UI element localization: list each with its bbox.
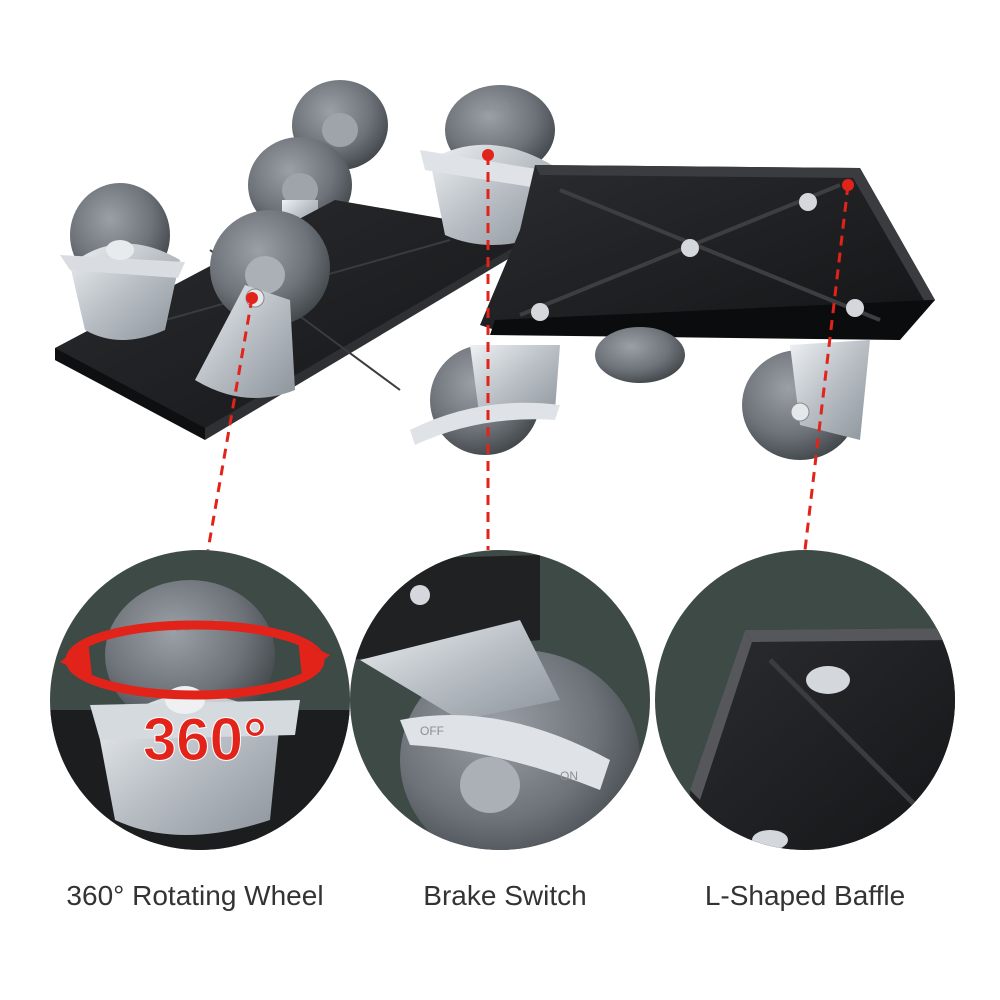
caster-wheel (742, 340, 870, 460)
caster-wheel (595, 327, 685, 383)
caption-l-shaped-baffle: L-Shaped Baffle (704, 880, 906, 911)
callout-lines (206, 155, 850, 551)
callout-line-l-baffle (803, 184, 850, 551)
detail-circle-rotating-wheel: 38X22 360° (50, 550, 350, 850)
svg-text:ON: ON (560, 769, 578, 783)
caption-rotating-wheel: 360° Rotating Wheel (66, 880, 324, 911)
svg-text:38X22: 38X22 (480, 102, 509, 113)
caption-brake-switch: Brake Switch (423, 880, 587, 911)
svg-text:OFF: OFF (420, 724, 444, 738)
caster-wheel (195, 210, 330, 398)
detail-circle-l-baffle (655, 550, 955, 850)
right-dolly: 38X22 (410, 85, 935, 460)
rotation-arrow-icon (60, 620, 330, 700)
callout-line-rotating-wheel (206, 297, 254, 551)
left-dolly (55, 80, 540, 440)
rotation-badge: 360° (143, 706, 267, 773)
caster-wheel (60, 183, 185, 340)
detail-circle-brake-switch: OFF ON (350, 550, 650, 850)
caster-wheel (410, 345, 560, 455)
